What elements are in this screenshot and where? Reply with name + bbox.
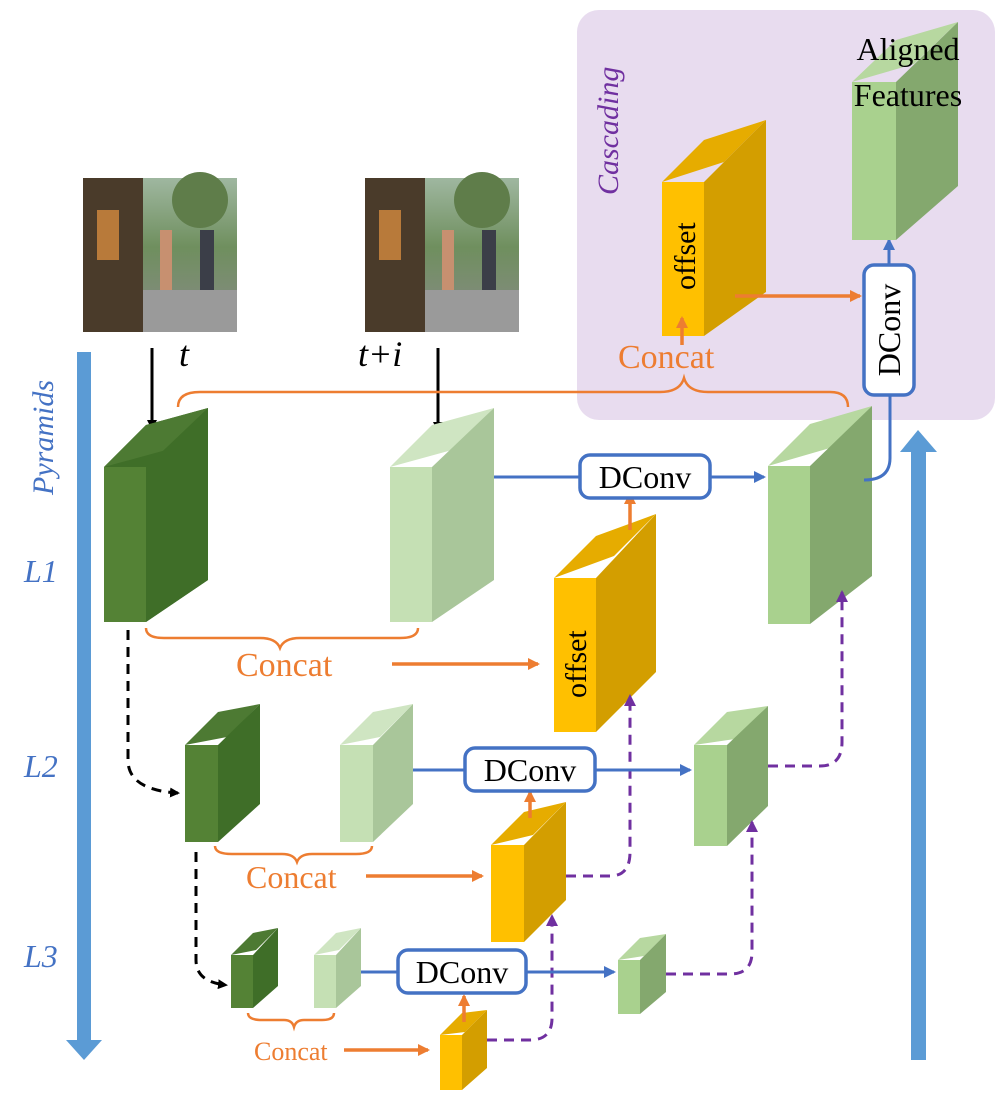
l1-dconv-label: DConv (599, 459, 691, 495)
input-frame-t (83, 172, 237, 332)
l2-concat-label: Concat (246, 859, 337, 895)
offset-block-cascade: offset (662, 120, 766, 336)
offset-label-cascade: offset (669, 222, 702, 290)
l1-dconv-box: DConv (578, 453, 712, 500)
cascade-dconv-label: DConv (871, 284, 907, 376)
feature-t-l2 (185, 704, 260, 842)
feature-t-plus-i-l3 (314, 928, 361, 1008)
cascade-concat-brace (176, 373, 850, 408)
l3-dconv-box: DConv (396, 948, 528, 995)
l3-dconv-label: DConv (416, 954, 508, 990)
l2-concat-brace (213, 845, 374, 866)
l1-concat-brace (144, 627, 420, 652)
input-frame-t-plus-i (365, 172, 519, 332)
l2-offset-to-l1-offset-arrow (566, 694, 636, 878)
l2-aligned-to-l1-aligned-arrow (768, 590, 848, 768)
level-label-l2: L2 (23, 748, 58, 784)
cascade-concat-label: Concat (618, 339, 715, 376)
aligned-features-title-line1: Aligned (856, 31, 959, 67)
pyramids-label: Pyramids (27, 380, 60, 496)
feature-t-l1 (104, 408, 208, 622)
offset-block-l3 (440, 1010, 487, 1090)
cascade-dconv-box: DConv (862, 263, 916, 397)
input-label-t-plus-i: t+i (358, 334, 402, 374)
cascading-label: Cascading (592, 67, 625, 195)
l1-concat-label: Concat (236, 647, 333, 684)
feature-t-plus-i-l2 (340, 704, 413, 842)
feature-t-plus-i-l1 (390, 408, 494, 622)
l3-concat-brace (246, 1012, 336, 1032)
l3-offset-to-l2-offset-arrow (487, 914, 558, 1042)
aligned-feature-l1 (768, 406, 872, 624)
input-label-t: t (179, 334, 190, 374)
aligned-features-output (852, 22, 958, 240)
pyramid-up-arrow (900, 430, 937, 1060)
pyramid-down-arrow (66, 352, 102, 1060)
aligned-features-title-line2: Features (854, 77, 962, 113)
offset-label-l1: offset (560, 630, 593, 698)
l2-dconv-box: DConv (463, 746, 597, 793)
l1-to-l2-downsample-arrow (126, 630, 180, 798)
l2-dconv-label: DConv (484, 752, 576, 788)
aligned-feature-l3 (618, 934, 666, 1014)
offset-block-l1: offset (554, 514, 656, 732)
level-label-l1: L1 (23, 553, 58, 589)
offset-block-l2 (491, 802, 566, 942)
level-label-l3: L3 (23, 938, 58, 974)
l3-concat-label: Concat (254, 1037, 328, 1066)
l1-aligned-to-cascade-dconv-line (863, 396, 892, 482)
feature-t-l3 (231, 928, 278, 1008)
aligned-feature-l2 (694, 706, 768, 846)
l2-to-l3-downsample-arrow (194, 852, 228, 990)
